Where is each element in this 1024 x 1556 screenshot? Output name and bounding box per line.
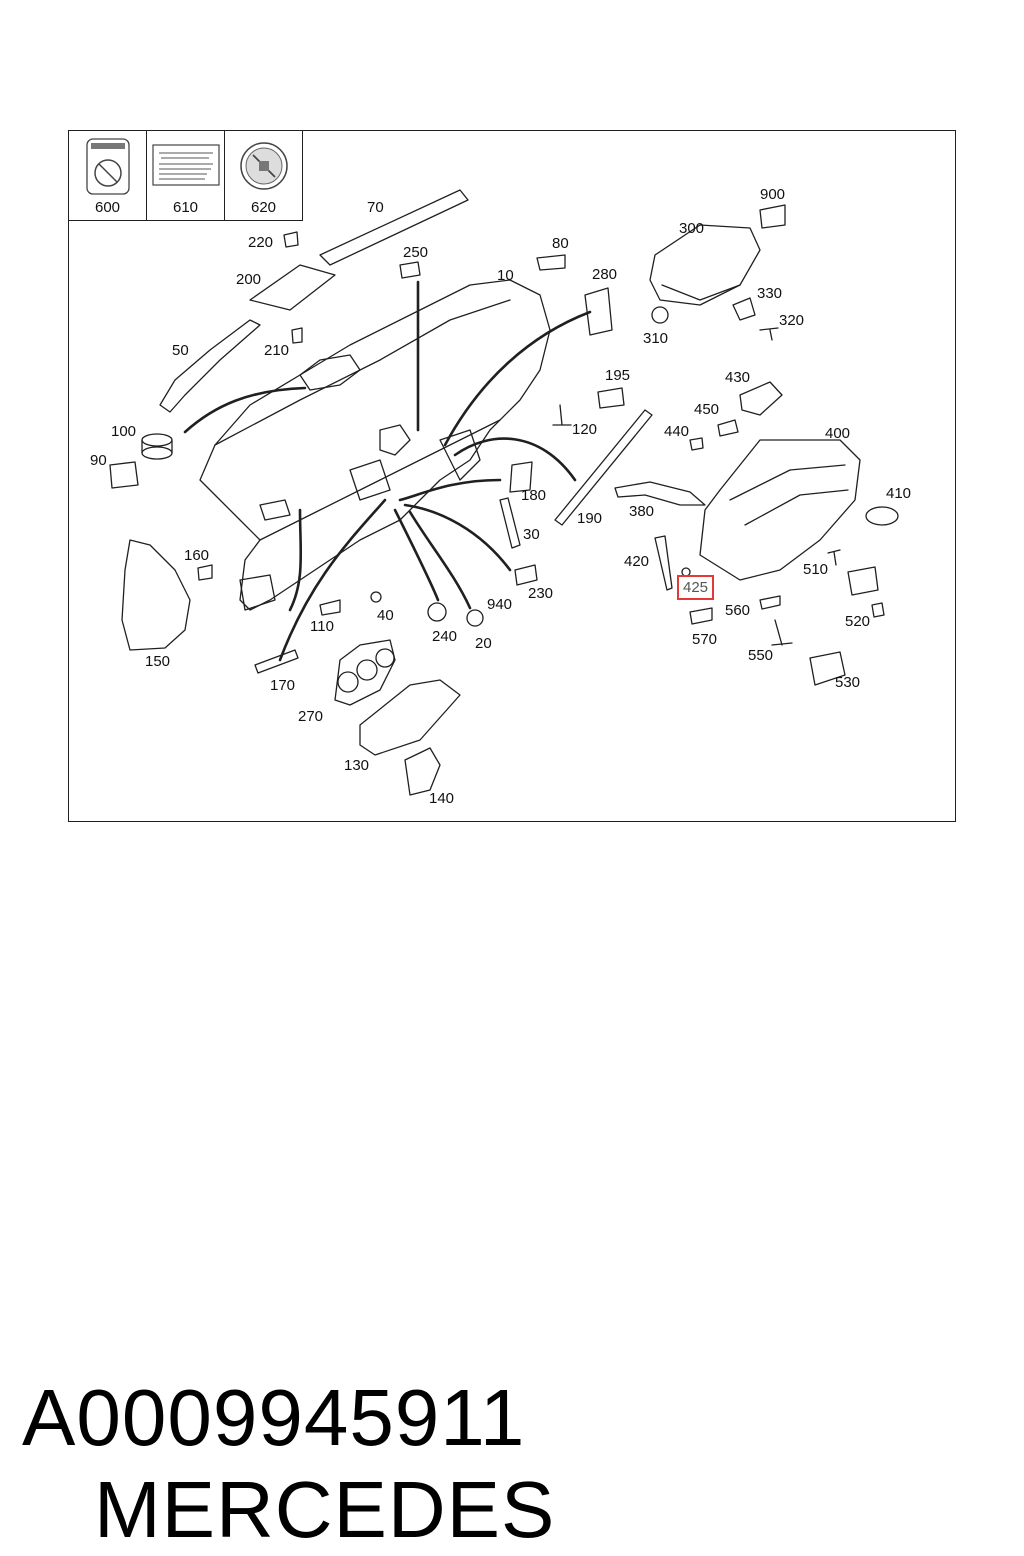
callout-110: 110 [310, 618, 334, 635]
diagram-frame: 600 610 620 [68, 130, 956, 822]
callout-70: 70 [367, 199, 384, 216]
callout-30: 30 [523, 526, 540, 543]
callout-80: 80 [552, 235, 569, 252]
callout-440: 440 [664, 423, 690, 440]
callout-380: 380 [629, 503, 655, 520]
callout-410: 410 [886, 485, 912, 502]
airbag-text-label-icon [152, 144, 220, 186]
callout-140: 140 [429, 790, 455, 807]
callout-310: 310 [643, 330, 669, 347]
callout-530: 530 [835, 674, 861, 691]
callout-570: 570 [692, 631, 718, 648]
callout-270: 270 [298, 708, 324, 725]
callout-300: 300 [679, 220, 705, 237]
callout-120: 120 [572, 421, 598, 438]
part-caption: A0009945911MERCEDES [22, 1372, 1012, 1556]
brand-name: MERCEDES [94, 1465, 556, 1554]
callout-250: 250 [403, 244, 429, 261]
callout-195: 195 [605, 367, 631, 384]
callout-280: 280 [592, 266, 618, 283]
callout-425-highlighted: 425 [677, 575, 715, 600]
callout-450: 450 [694, 401, 720, 418]
callout-510: 510 [803, 561, 829, 578]
callout-10: 10 [497, 267, 514, 284]
callout-100: 100 [111, 423, 137, 440]
callout-170: 170 [270, 677, 296, 694]
label-box-number: 600 [94, 199, 121, 216]
callout-40: 40 [377, 607, 394, 624]
callout-560: 560 [725, 602, 751, 619]
callout-150: 150 [145, 653, 171, 670]
callout-230: 230 [528, 585, 554, 602]
callout-330: 330 [757, 285, 783, 302]
label-box-610: 610 [147, 131, 225, 221]
label-box-620: 620 [225, 131, 303, 221]
callout-50: 50 [172, 342, 189, 359]
callout-90: 90 [90, 452, 107, 469]
callout-320: 320 [779, 312, 805, 329]
callout-160: 160 [184, 547, 210, 564]
callout-420: 420 [624, 553, 650, 570]
label-box-number: 610 [172, 199, 199, 216]
callout-550: 550 [748, 647, 774, 664]
callout-940: 940 [487, 596, 513, 613]
callout-430: 430 [725, 369, 751, 386]
label-box-number: 620 [250, 199, 277, 216]
callout-400: 400 [825, 425, 851, 442]
callout-190: 190 [577, 510, 603, 527]
label-box-600: 600 [69, 131, 147, 221]
airbag-warning-icon [86, 138, 130, 195]
callout-210: 210 [264, 342, 290, 359]
child-seat-warning-icon [240, 142, 288, 190]
callout-200: 200 [236, 271, 262, 288]
callout-900: 900 [760, 186, 786, 203]
callout-520: 520 [845, 613, 871, 630]
callout-220: 220 [248, 234, 274, 251]
callout-20: 20 [475, 635, 492, 652]
callout-240: 240 [432, 628, 458, 645]
part-number: A0009945911 [22, 1373, 526, 1462]
callout-130: 130 [344, 757, 370, 774]
callout-180: 180 [521, 487, 547, 504]
